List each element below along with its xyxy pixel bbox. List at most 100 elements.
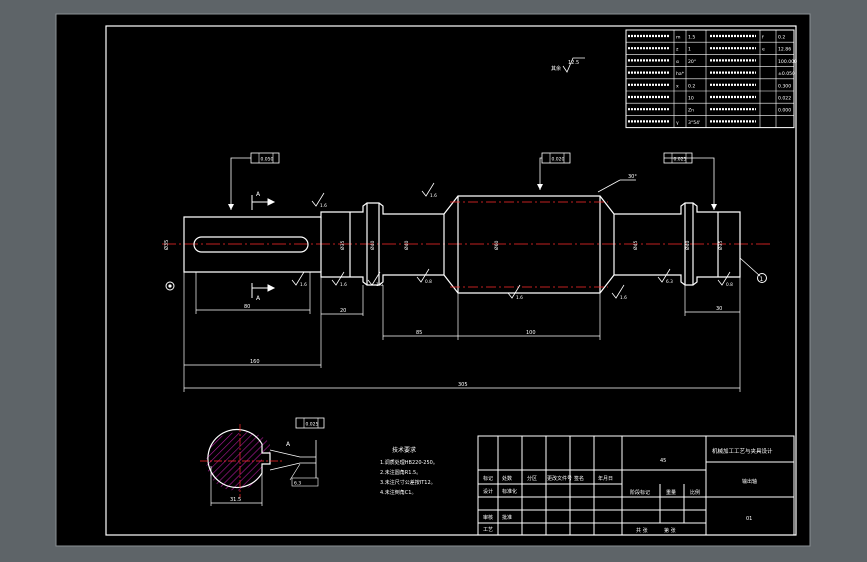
svg-text:A: A — [256, 191, 261, 198]
svg-text:分区: 分区 — [527, 475, 537, 482]
keyway-slot — [193, 236, 309, 253]
roughness-symbol — [657, 268, 671, 283]
dimension-values: 80 20 85 100 30 160 305 — [244, 304, 722, 388]
organization-label: 机械加工工艺与夹具设计 — [712, 447, 773, 455]
svg-text:标准化: 标准化 — [502, 488, 517, 495]
diameter-label: Ø35 — [717, 240, 724, 250]
diameter-label: Ø40 — [369, 240, 376, 250]
svg-text:30°: 30° — [628, 174, 637, 180]
roughness-symbol — [611, 284, 625, 299]
roughness-value: 12.5 — [568, 60, 579, 66]
diameter-label: Ø40 — [403, 240, 410, 250]
roughness-value: 1.6 — [320, 203, 327, 209]
material-label: 45 — [660, 458, 666, 464]
left-end-marker — [165, 281, 175, 291]
gear-table-cell: 1 — [688, 47, 691, 53]
svg-text:设计: 设计 — [483, 488, 493, 495]
gear-table-cell: γ — [676, 121, 679, 126]
gear-table-cell: 0.300 — [778, 83, 791, 89]
svg-text:比例: 比例 — [690, 489, 700, 496]
svg-text:160: 160 — [250, 359, 260, 365]
tolerance-value: 0.025 — [674, 157, 687, 163]
svg-text:共 张: 共 张 — [636, 527, 648, 534]
roughness-value: 0.8 — [425, 279, 432, 285]
svg-text:6.3: 6.3 — [294, 481, 301, 487]
gear-table-cell: 0.2 — [778, 35, 785, 41]
geometric-tolerance-frames: 0.050 0.020 0.025 0.025 — [228, 152, 717, 429]
tolerance-value: 0.025 — [306, 422, 319, 428]
section-cut-marks: A A — [251, 191, 276, 302]
gear-table-cell: m — [676, 36, 681, 41]
drawing-border — [105, 25, 797, 536]
roughness-value: 1.6 — [516, 295, 523, 301]
tolerance-value: 0.050 — [261, 157, 274, 163]
roughness-value: 1.6 — [620, 295, 627, 301]
gear-table-cell: 100.000 — [778, 59, 797, 65]
gear-table-cell: e — [762, 48, 765, 53]
gear-table-cell: z — [676, 48, 679, 53]
technical-requirements: 技术要求 1.调质处理HB220-250。 2.未注圆角R1.5。 3.未注尺寸… — [380, 446, 438, 496]
gear-table-cell: 20° — [688, 59, 696, 65]
drawing-number-label: 01 — [746, 516, 752, 522]
roughness-symbol — [717, 271, 731, 286]
gear-table-cell: 10 — [688, 96, 694, 102]
gear-table-cell: 0.2 — [688, 83, 695, 89]
svg-text:A: A — [256, 295, 261, 302]
gear-table-cell: f — [762, 35, 764, 41]
svg-text:更改文件号: 更改文件号 — [547, 475, 572, 482]
svg-text:年月日: 年月日 — [598, 475, 613, 482]
diameter-label: Ø40 — [684, 240, 691, 250]
svg-text:305: 305 — [458, 382, 468, 388]
roughness-value: 1.6 — [376, 282, 383, 288]
gear-table-cell: α — [676, 60, 679, 65]
general-roughness-note: 其余 12.5 — [551, 57, 585, 73]
roughness-symbol — [421, 182, 435, 197]
svg-text:重量: 重量 — [666, 489, 676, 496]
section-view-label: A — [286, 441, 291, 448]
tech-req-title: 技术要求 — [392, 446, 416, 454]
title-block — [477, 435, 795, 536]
diameter-label: Ø60 — [493, 240, 500, 250]
gear-table-cell: x — [676, 84, 679, 89]
gear-table-cell: ha* — [676, 71, 685, 77]
svg-text:31.5: 31.5 — [230, 497, 241, 503]
gear-table-cell: Zn — [688, 108, 694, 114]
part-balloon: 1 — [739, 257, 767, 283]
tech-req-line-2: 2.未注圆角R1.5。 — [380, 469, 421, 476]
tech-req-line-1: 1.调质处理HB220-250。 — [380, 459, 438, 466]
roughness-value: 1.6 — [430, 193, 437, 199]
chamfer-angle-callout: 30° — [597, 174, 637, 193]
gear-table-cell: 12.86 — [778, 47, 791, 53]
tech-req-line-3: 3.未注尺寸公差按IT12。 — [380, 479, 436, 486]
svg-text:85: 85 — [416, 330, 422, 336]
title-block-text: 标记 处数 分区 更改文件号 签名 年月日 设计 标准化 阶段标记 重量 比例 … — [483, 447, 773, 534]
svg-text:20: 20 — [340, 308, 346, 314]
svg-text:阶段标记: 阶段标记 — [630, 489, 650, 496]
svg-text:80: 80 — [244, 304, 250, 310]
roughness-symbol — [416, 268, 430, 283]
balloon-number: 1 — [760, 276, 764, 283]
svg-text:工艺: 工艺 — [483, 527, 493, 533]
diameter-label: Ø45 — [632, 240, 639, 250]
roughness-symbol — [367, 271, 381, 286]
gear-table-cell: 3°54' — [688, 120, 700, 126]
gear-table-cell: 0.000 — [778, 108, 791, 114]
roughness-value: 6.3 — [666, 279, 673, 285]
gear-pitch-lines — [450, 201, 608, 288]
roughness-symbol — [311, 192, 325, 207]
svg-text:30: 30 — [716, 306, 722, 312]
svg-text:批准: 批准 — [502, 514, 512, 521]
dimension-lines — [183, 272, 741, 392]
tolerance-value: 0.020 — [552, 157, 565, 163]
svg-text:审核: 审核 — [483, 514, 493, 521]
roughness-symbol — [507, 284, 521, 299]
svg-text:100: 100 — [526, 330, 536, 336]
tolerance-frame — [295, 417, 325, 429]
roughness-symbol — [291, 271, 305, 286]
left-dia-label: Ø35 — [163, 240, 170, 250]
svg-text:其余: 其余 — [551, 65, 561, 72]
gear-table-cell: 0.022 — [778, 96, 791, 102]
